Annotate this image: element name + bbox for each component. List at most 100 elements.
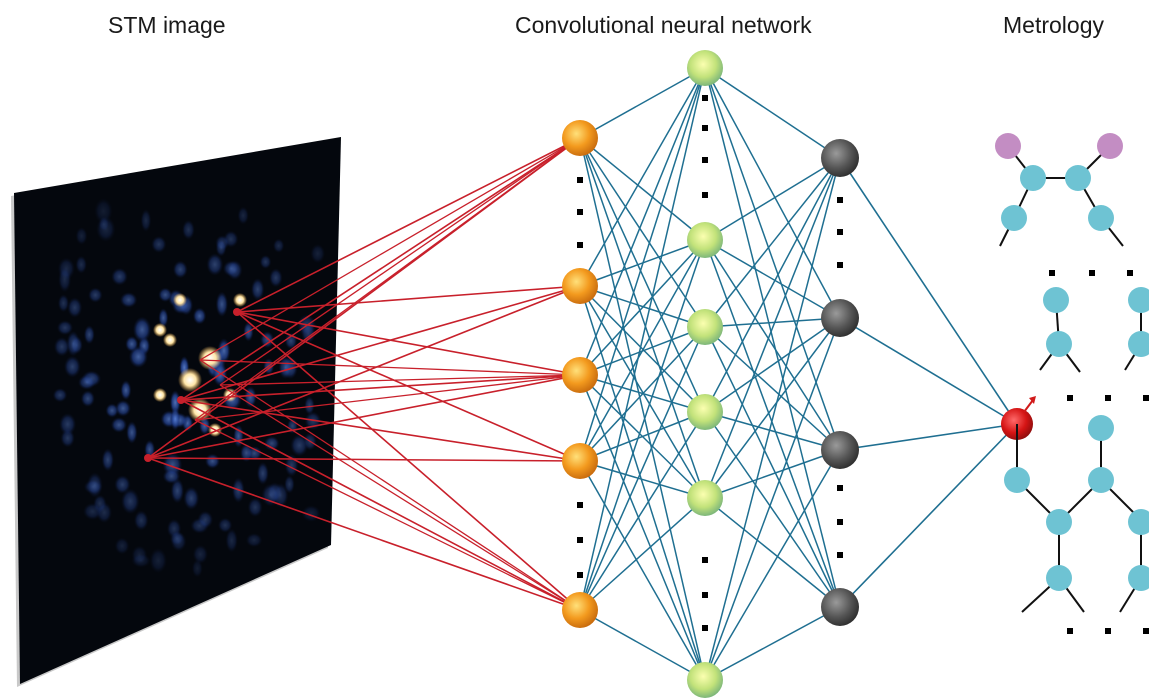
stm-dim-spot: [57, 294, 70, 313]
blue-connection-line: [704, 411, 841, 608]
metrology-molecule: [995, 133, 1149, 613]
ellipsis-dot: [837, 552, 843, 558]
ellipsis-dot: [837, 229, 843, 235]
stm-dim-spot: [245, 533, 263, 548]
stm-dim-spot: [197, 510, 214, 529]
stm-dim-spot: [222, 260, 240, 277]
blue-connection-line: [704, 326, 841, 608]
hidden-layer-node: [687, 394, 723, 430]
blue-connection-line: [704, 317, 841, 413]
input-layer-node: [562, 592, 598, 628]
ellipsis-dot: [837, 197, 843, 203]
blue-connection-line: [579, 67, 706, 462]
stm-dim-spot: [206, 253, 224, 276]
ellipsis-dot: [1067, 628, 1073, 634]
stm-dim-spot: [192, 544, 209, 564]
output-connection-line: [839, 423, 1018, 451]
ellipsis-dot: [702, 557, 708, 563]
ellipsis-dot: [702, 95, 708, 101]
red-connection-line: [180, 137, 581, 401]
stm-dim-spot: [114, 537, 130, 555]
network-nodes: [562, 50, 1036, 698]
blue-connection-line: [704, 449, 841, 499]
blue-connection-line: [579, 137, 706, 499]
ellipsis-dot: [702, 157, 708, 163]
stm-dim-spot: [58, 266, 72, 293]
blue-connection-line: [579, 67, 706, 611]
molecule-atom: [1001, 205, 1027, 231]
red-connection-line: [147, 457, 581, 462]
red-connection-line: [194, 419, 581, 611]
blue-connection-line: [704, 157, 841, 681]
ellipsis-dot: [702, 192, 708, 198]
stm-dim-spot: [205, 453, 220, 469]
blue-connection-line: [704, 157, 841, 328]
final-node-arrowhead: [1029, 396, 1036, 404]
cnn-title: Convolutional neural network: [515, 12, 812, 38]
stm-dim-spot: [105, 403, 119, 418]
molecule-atom: [1088, 415, 1114, 441]
stm-dim-spot: [128, 345, 148, 368]
molecule-atom: [1020, 165, 1046, 191]
red-connection-line: [194, 137, 581, 421]
ellipsis-dot: [702, 625, 708, 631]
input-layer-node: [562, 357, 598, 393]
blue-connection-line: [704, 326, 841, 451]
molecule-atom: [1046, 331, 1072, 357]
input-layer-node: [562, 443, 598, 479]
stm-dim-spot: [96, 501, 113, 524]
blue-connection-line: [579, 67, 706, 287]
ellipsis-dot: [1105, 395, 1111, 401]
red-connection-line: [236, 311, 581, 376]
ellipsis-dot: [1143, 628, 1149, 634]
stm-dim-spot: [63, 355, 81, 378]
stm-bright-spot: [173, 293, 187, 307]
blue-connection-line: [704, 449, 841, 681]
stm-dim-spot: [131, 553, 151, 568]
red-connection-line: [236, 285, 581, 313]
stm-dim-spot: [215, 291, 229, 317]
stm-dim-spot: [250, 278, 265, 301]
stm-dim-spot: [59, 413, 77, 436]
stm-dim-spot: [182, 219, 195, 240]
stm-dim-spot: [75, 227, 88, 245]
stm-dim-spot: [52, 388, 68, 403]
blue-connection-line: [704, 67, 841, 608]
hidden-layer-node: [687, 50, 723, 86]
ellipsis-dot: [837, 485, 843, 491]
red-connection-line: [199, 137, 581, 361]
ellipsis-dot: [577, 209, 583, 215]
stm-dim-spot: [133, 510, 149, 531]
stm-dim-spot: [67, 297, 83, 318]
blue-connection-line: [579, 326, 706, 462]
blue-connection-line: [704, 497, 841, 608]
red-connection-line: [147, 457, 581, 611]
red-connection-line: [219, 384, 581, 611]
blue-connection-line: [704, 606, 841, 681]
ellipsis-dot: [702, 125, 708, 131]
stm-dim-spot: [120, 380, 132, 401]
stm-dim-spot: [183, 486, 200, 510]
stm-bright-spot: [198, 346, 222, 370]
ellipsis-dot: [577, 572, 583, 578]
stm-dim-spot: [264, 436, 280, 451]
blue-connection-line: [704, 67, 841, 159]
stm-dim-spot: [119, 292, 138, 308]
blue-connection-line: [704, 239, 841, 608]
blue-connection-line: [579, 609, 706, 681]
stm-dim-spot: [126, 421, 138, 444]
ellipsis-dot: [577, 177, 583, 183]
stm-dim-spot: [237, 206, 249, 225]
molecule-atom: [1065, 165, 1091, 191]
red-connection-line: [219, 137, 581, 386]
stm-bright-spot: [163, 333, 177, 347]
blue-connection-line: [579, 285, 706, 499]
stm-dim-spot: [169, 390, 181, 415]
red-connection-line: [147, 374, 581, 459]
ellipsis-dot: [577, 502, 583, 508]
blue-connection-line: [579, 239, 706, 611]
stm-dim-spot: [115, 400, 131, 417]
molecule-atom: [1088, 467, 1114, 493]
stm-dim-spot: [83, 325, 95, 345]
blue-connection-line: [579, 67, 706, 376]
